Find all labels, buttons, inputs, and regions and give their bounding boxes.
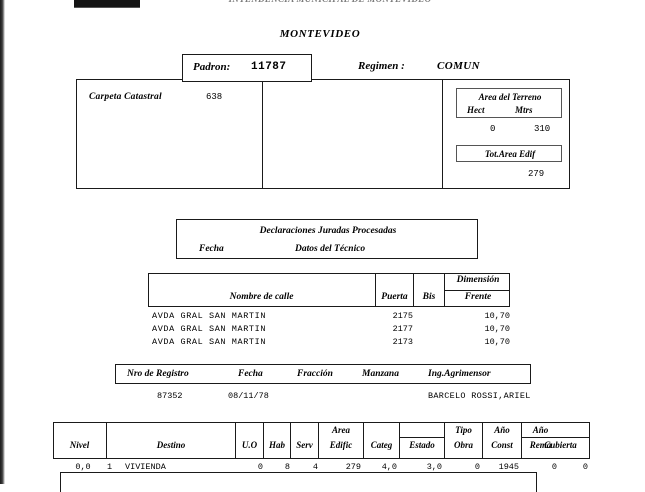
calle-puerta: 2177 — [392, 324, 413, 334]
detalle-cell-hab: 8 — [284, 462, 290, 472]
detalle-cell-categ: 4,0 — [381, 462, 397, 472]
calle-nombre: AVDA GRAL SAN MARTIN — [152, 311, 267, 321]
city-title: MONTEVIDEO — [279, 28, 361, 40]
bottom-partial-box — [60, 472, 537, 492]
registro-header-ing-agrimensor: Ing.Agrimensor — [428, 369, 491, 379]
calle-frente: 10,70 — [484, 337, 510, 347]
detalle-estado-underline — [399, 437, 444, 438]
calles-header-puerta: Puerta — [381, 292, 408, 302]
scan-edge-artifact — [0, 0, 5, 484]
registro-header-manzana: Manzana — [362, 369, 399, 379]
registro-value-ing-agrimensor: BARCELO ROSSI,ARIEL — [428, 391, 531, 401]
detalle-cell-destino: VIVIENDA — [125, 462, 166, 472]
registro-value-nro: 87352 — [157, 391, 183, 401]
detalle-header-anio-const-top: Año — [494, 425, 510, 435]
declaraciones-juradas-box: Declaraciones Juradas Procesadas Fecha D… — [176, 219, 478, 259]
calles-header-divider-2 — [413, 274, 414, 306]
detalle-header-hab: Hab — [268, 440, 285, 450]
main-frame-divider-1 — [262, 80, 263, 188]
detalle-cell-cubierta: 0 — [582, 462, 588, 472]
declaraciones-title: Declaraciones Juradas Procesadas — [259, 226, 397, 236]
padron-box: Padron: 11787 — [182, 54, 312, 82]
detalle-header-obra: Obra — [453, 440, 473, 450]
registro-header-fecha: Fecha — [238, 369, 263, 379]
declaraciones-datos-tecnico-label: Datos del Técnico — [295, 244, 366, 254]
detalle-cell-estado: 3,0 — [426, 462, 442, 472]
letterhead-logo — [74, 0, 140, 8]
detalle-header-rema: Rema — [529, 440, 552, 450]
calles-header-bis: Bis — [422, 292, 436, 302]
detalle-header-estado: Estado — [409, 440, 435, 450]
calles-header-frente: Frente — [464, 292, 492, 302]
detalle-cell-area-edific: 279 — [345, 462, 361, 472]
detalle-cell-destino-num: 1 — [107, 462, 113, 472]
area-terreno-mtrs-value: 310 — [534, 124, 551, 134]
total-area-edif-box: Tot.Area Edif — [456, 145, 562, 162]
detalle-header-edific: Edific — [329, 440, 353, 450]
detalle-divider-tipo-obra — [482, 423, 483, 458]
registro-header-nro: Nro de Registro — [127, 369, 189, 379]
detalle-header-const: Const — [491, 440, 513, 450]
calles-table-row: AVDA GRAL SAN MARTIN 2175 10,70 — [0, 311, 645, 324]
detalle-cell-tipo-obra: 0 — [474, 462, 480, 472]
detalle-divider-estado — [444, 423, 445, 458]
calle-frente: 10,70 — [484, 311, 510, 321]
carpeta-catastral-label: Carpeta Catastral — [89, 92, 162, 102]
calles-dimension-underline — [444, 290, 510, 291]
area-terreno-hect-label: Hect — [467, 105, 485, 115]
area-terreno-mtrs-label: Mtrs — [515, 105, 533, 115]
detalle-header-categ: Categ — [370, 440, 393, 450]
padron-label: Padron: — [193, 61, 231, 73]
padron-value: 11787 — [251, 61, 287, 73]
detalle-cell-nivel: 0,0 — [75, 462, 91, 472]
detalle-divider-destino — [235, 423, 236, 458]
detalle-divider-categ — [399, 423, 400, 458]
area-terreno-box: Area del Terreno Hect Mtrs — [456, 88, 562, 118]
regimen-value: COMUN — [437, 60, 480, 72]
declaraciones-fecha-label: Fecha — [199, 244, 224, 254]
detalle-divider-uo — [263, 423, 264, 458]
detalle-cell-anio-const: 1945 — [498, 462, 519, 472]
detalle-cell-anio-rema: 0 — [551, 462, 557, 472]
detalle-header-area: Area — [332, 425, 350, 435]
total-area-edif-value: 279 — [528, 169, 545, 179]
detalle-header-anio-rema-top: Año — [532, 425, 549, 435]
regimen-label: Regimen : — [358, 60, 405, 72]
area-terreno-hect-value: 0 — [490, 124, 496, 134]
carpeta-catastral-value: 638 — [206, 92, 223, 102]
calle-nombre: AVDA GRAL SAN MARTIN — [152, 324, 267, 334]
detalle-divider-anio-const — [521, 423, 522, 458]
detalle-cell-serv: 4 — [312, 462, 318, 472]
detalle-header-uo: U.O — [241, 440, 258, 450]
calle-puerta: 2173 — [392, 337, 413, 347]
main-frame-divider-2 — [442, 80, 443, 188]
registro-value-fecha: 08/11/78 — [228, 391, 269, 401]
calle-nombre: AVDA GRAL SAN MARTIN — [152, 337, 267, 347]
area-terreno-title: Area del Terreno — [478, 92, 542, 102]
detalle-divider-serv — [318, 423, 319, 458]
detalle-table-header — [53, 422, 590, 459]
calles-header-dimension: Dimensión — [456, 275, 500, 285]
calles-table-row: AVDA GRAL SAN MARTIN 2173 10,70 — [0, 337, 645, 350]
detalle-header-serv: Serv — [296, 440, 313, 450]
total-area-edif-title: Tot.Area Edif — [484, 149, 536, 159]
registro-header-fraccion: Fracción — [297, 369, 333, 379]
calles-table-row: AVDA GRAL SAN MARTIN 2177 10,70 — [0, 324, 645, 337]
detalle-header-tipo: Tipo — [455, 425, 472, 435]
main-info-frame — [76, 79, 570, 189]
detalle-divider-area — [363, 423, 364, 458]
calle-frente: 10,70 — [484, 324, 510, 334]
detalle-header-destino: Destino — [156, 440, 186, 450]
calles-header-nombre: Nombre de calle — [229, 292, 294, 302]
calle-puerta: 2175 — [392, 311, 413, 321]
detalle-cubierta-underline — [521, 437, 590, 438]
registro-box — [115, 364, 531, 384]
detalle-cell-uo: 0 — [257, 462, 263, 472]
calles-header-divider-1 — [375, 274, 376, 306]
detalle-divider-hab — [290, 423, 291, 458]
detalle-header-nivel: Nivel — [69, 440, 90, 450]
letterhead-title: INTENDENCIA MUNICIPAL DE MONTEVIDEO — [200, 0, 460, 4]
detalle-divider-nivel — [106, 423, 107, 458]
detalle-header-cubierta: Cubierta — [544, 440, 577, 450]
